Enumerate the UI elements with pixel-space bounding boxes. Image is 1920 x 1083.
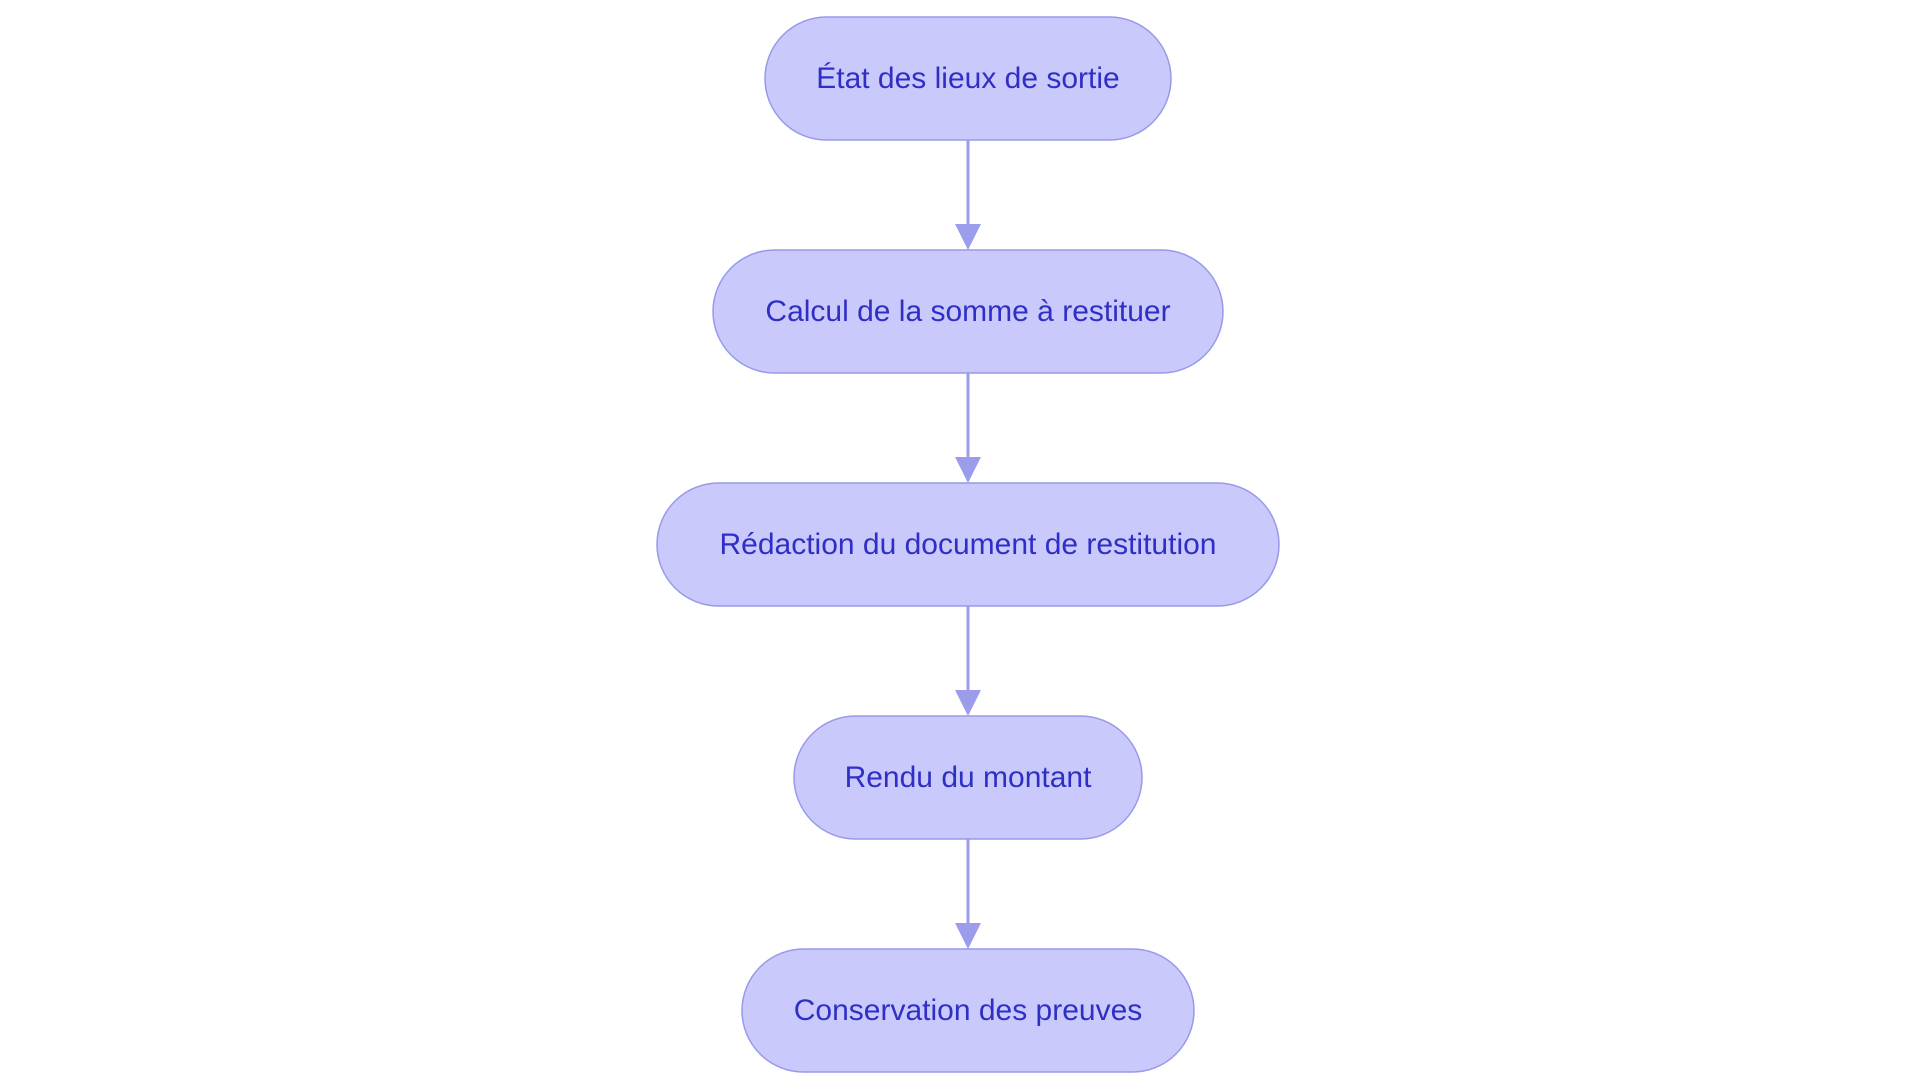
node-rendu-montant-label: Rendu du montant	[845, 761, 1093, 794]
node-rendu-montant: Rendu du montant	[793, 715, 1143, 840]
edge-calcul-to-redaction	[955, 373, 981, 483]
node-calcul-somme: Calcul de la somme à restituer	[712, 249, 1224, 374]
node-redaction-document: Rédaction du document de restitution	[656, 482, 1280, 607]
node-redaction-document-label: Rédaction du document de restitution	[720, 528, 1217, 561]
edge-redaction-to-rendu	[955, 606, 981, 716]
edge-rendu-to-conservation	[955, 839, 981, 949]
node-conservation-preuves: Conservation des preuves	[741, 948, 1195, 1073]
edge-etat-to-calcul	[955, 140, 981, 250]
node-etat-des-lieux-label: État des lieux de sortie	[816, 62, 1120, 95]
node-etat-des-lieux: État des lieux de sortie	[764, 16, 1172, 141]
node-calcul-somme-label: Calcul de la somme à restituer	[765, 295, 1170, 328]
node-conservation-preuves-label: Conservation des preuves	[794, 994, 1143, 1027]
